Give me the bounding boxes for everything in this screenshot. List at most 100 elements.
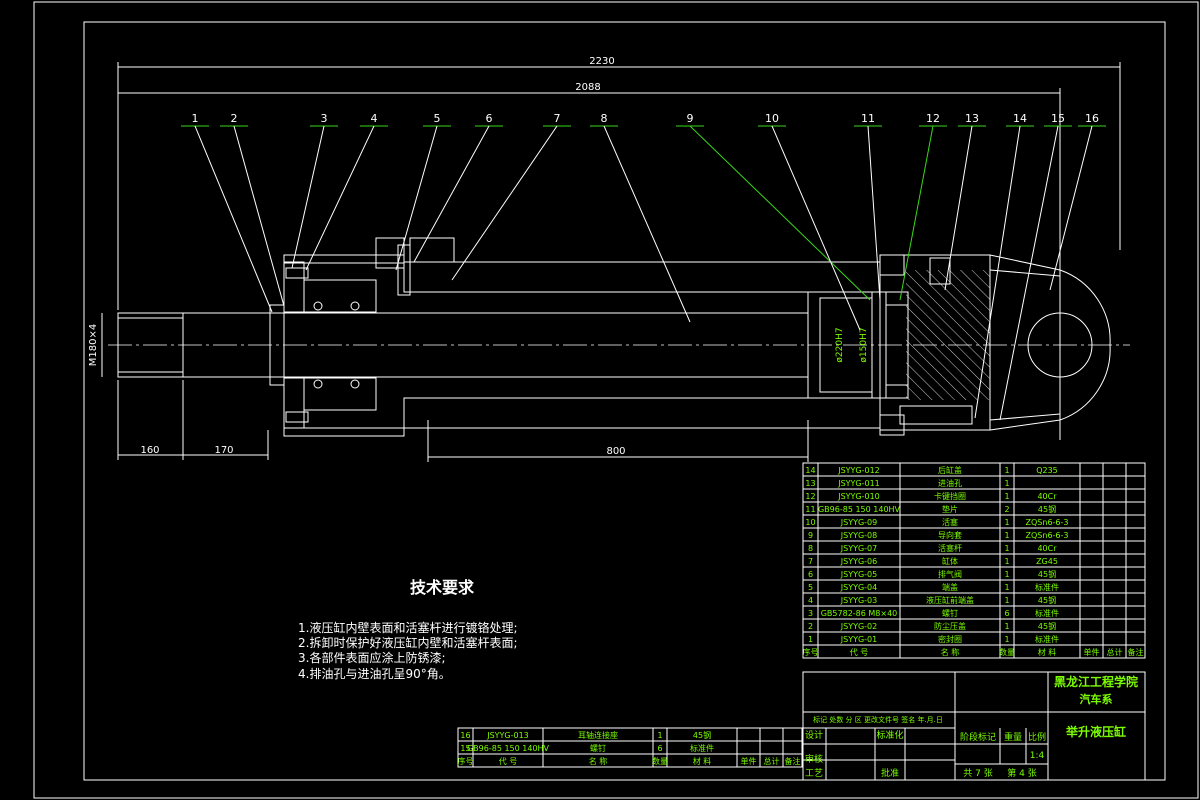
weight-label: 重量	[1004, 731, 1022, 743]
bom-header-code: 代 号	[850, 647, 869, 657]
bom-cell-name: 进油孔	[938, 478, 962, 488]
bom-cell-code: GB96-85 150 140HV	[467, 744, 550, 753]
balloon-number: 8	[601, 112, 608, 125]
stage-label: 阶段标记	[960, 731, 996, 743]
bom-cell-mat: 标准件	[690, 743, 714, 753]
requirement-item: 1.液压缸内壁表面和活塞杆进行镀铬处理;	[298, 620, 518, 635]
bom-cell-mat: 标准件	[1035, 582, 1059, 592]
leader-line	[194, 125, 273, 313]
bom-cell-code: JSYYG-012	[837, 466, 880, 475]
bom-cell-code: JSYYG-010	[837, 492, 880, 501]
bom-cell-qty: 1	[657, 731, 662, 740]
bom-cell-no: 1	[808, 635, 813, 644]
rear-lug	[989, 254, 1111, 431]
balloon-number: 1	[192, 112, 199, 125]
bom-cell-code: JSYYG-08	[840, 531, 877, 540]
inner-frame	[83, 21, 1166, 781]
bom-cell-code: JSYYG-011	[837, 479, 880, 488]
bom-cell-no: 4	[808, 596, 813, 605]
requirements-title: 技术要求	[410, 578, 475, 597]
bom-cell-qty: 2	[1004, 505, 1009, 514]
bom-cell-no: 8	[808, 544, 813, 553]
bom-cell-name: 耳轴连接座	[578, 730, 618, 740]
bom-cell-qty: 1	[1004, 557, 1009, 566]
design-label: 设计	[805, 729, 823, 741]
bom-cell-name: 卡键挡圈	[934, 491, 966, 501]
bom-cell-no: 5	[808, 583, 813, 592]
bom-cell-code: JSYYG-05	[840, 570, 877, 579]
bom-cell-name: 螺钉	[942, 608, 958, 618]
dimension-body: 2088	[118, 82, 1061, 440]
bom-cell-code: JSYYG-07	[840, 544, 877, 553]
dim-end-label: 160	[140, 445, 159, 456]
leader-line	[305, 125, 375, 271]
bom-cell-qty: 1	[1004, 531, 1009, 540]
bom-cell-mat: 45钢	[1038, 504, 1056, 514]
title-block: 黑龙江工程学院 汽车系 举升液压缸 标记 处数 分 区 更改文件号 签名 年.月…	[802, 671, 1146, 781]
approve-label: 批准	[881, 767, 899, 779]
dimension-stroke: 800	[427, 420, 809, 462]
bom-cell-no: 11	[805, 505, 815, 514]
balloon-number: 3	[321, 112, 328, 125]
bom-cell-mat: ZQSn6-6-3	[1026, 518, 1069, 527]
bom-header-unit: 单件	[1084, 647, 1100, 657]
bom-cell-name: 后缸盖	[938, 465, 962, 475]
leader-line	[291, 125, 325, 269]
bom-cell-code: JSYYG-04	[840, 583, 877, 592]
bom-cell-mat: 45钢	[1038, 621, 1056, 631]
bom-cell-no: 15	[460, 744, 470, 753]
bom-cell-mat: 45钢	[1038, 569, 1056, 579]
bom-cell-mat: 40Cr	[1037, 492, 1057, 501]
leader-line	[233, 125, 285, 307]
leader-line	[451, 125, 558, 281]
leader-line	[944, 125, 973, 291]
bom-cell-qty: 1	[1004, 479, 1009, 488]
bom-cell-no: 2	[808, 622, 813, 631]
bom-cell-qty: 6	[1004, 609, 1009, 618]
balloon-number: 4	[371, 112, 378, 125]
bom-header-remark: 备注	[785, 756, 801, 766]
revision-row: 标记 处数 分 区 更改文件号 签名 年.月.日	[813, 715, 943, 724]
bom-cell-qty: 1	[1004, 596, 1009, 605]
bom-cell-code: JSYYG-03	[840, 596, 877, 605]
balloon-number: 7	[554, 112, 561, 125]
bom-cell-name: 缸体	[942, 556, 958, 566]
bom-header-total: 总计	[764, 756, 780, 766]
bom-cell-mat: Q235	[1036, 466, 1058, 475]
dim-thread-label: M180×4	[88, 324, 99, 366]
bom-cell-qty: 1	[1004, 466, 1009, 475]
rear-end-cap	[879, 254, 1061, 436]
bom-cell-qty: 1	[1004, 570, 1009, 579]
requirement-item: 4.排油孔与进油孔呈90°角。	[298, 667, 451, 681]
leader-line	[867, 125, 881, 301]
bom-cell-qty: 1	[1004, 622, 1009, 631]
bom-cell-name: 活塞	[942, 517, 958, 527]
balloon-number: 13	[965, 112, 979, 125]
bom-header-mat: 材 料	[1038, 647, 1057, 657]
bom-cell-code: GB96-85 150 140HV	[818, 505, 901, 514]
bom-header-no: 序号	[803, 647, 819, 657]
bom-cell-name: 垫片	[942, 504, 958, 514]
table-border	[802, 462, 1146, 659]
leader-line	[395, 125, 438, 271]
bom-header-qty: 数量	[999, 647, 1015, 657]
bom-cell-no: 16	[460, 731, 470, 740]
bom-cell-no: 13	[805, 479, 815, 488]
bom-header-unit: 单件	[741, 756, 757, 766]
standard-label: 标准化	[876, 729, 903, 741]
leader-line	[689, 125, 871, 301]
bom-cell-qty: 1	[1004, 492, 1009, 501]
bom-cell-mat: 45钢	[1038, 595, 1056, 605]
bom-cell-no: 9	[808, 531, 813, 540]
bom-cell-no: 6	[808, 570, 813, 579]
bom-header-code: 代 号	[499, 756, 518, 766]
balloon-number: 9	[687, 112, 694, 125]
bom-cell-qty: 1	[1004, 544, 1009, 553]
process-label: 工艺	[805, 768, 823, 779]
sheet-number: 第 4 张	[1007, 767, 1036, 779]
dimension-thread: M180×4	[88, 313, 103, 377]
department-name: 汽车系	[1080, 692, 1113, 706]
balloon-number: 10	[765, 112, 779, 125]
bom-header-mat: 材 料	[693, 756, 712, 766]
